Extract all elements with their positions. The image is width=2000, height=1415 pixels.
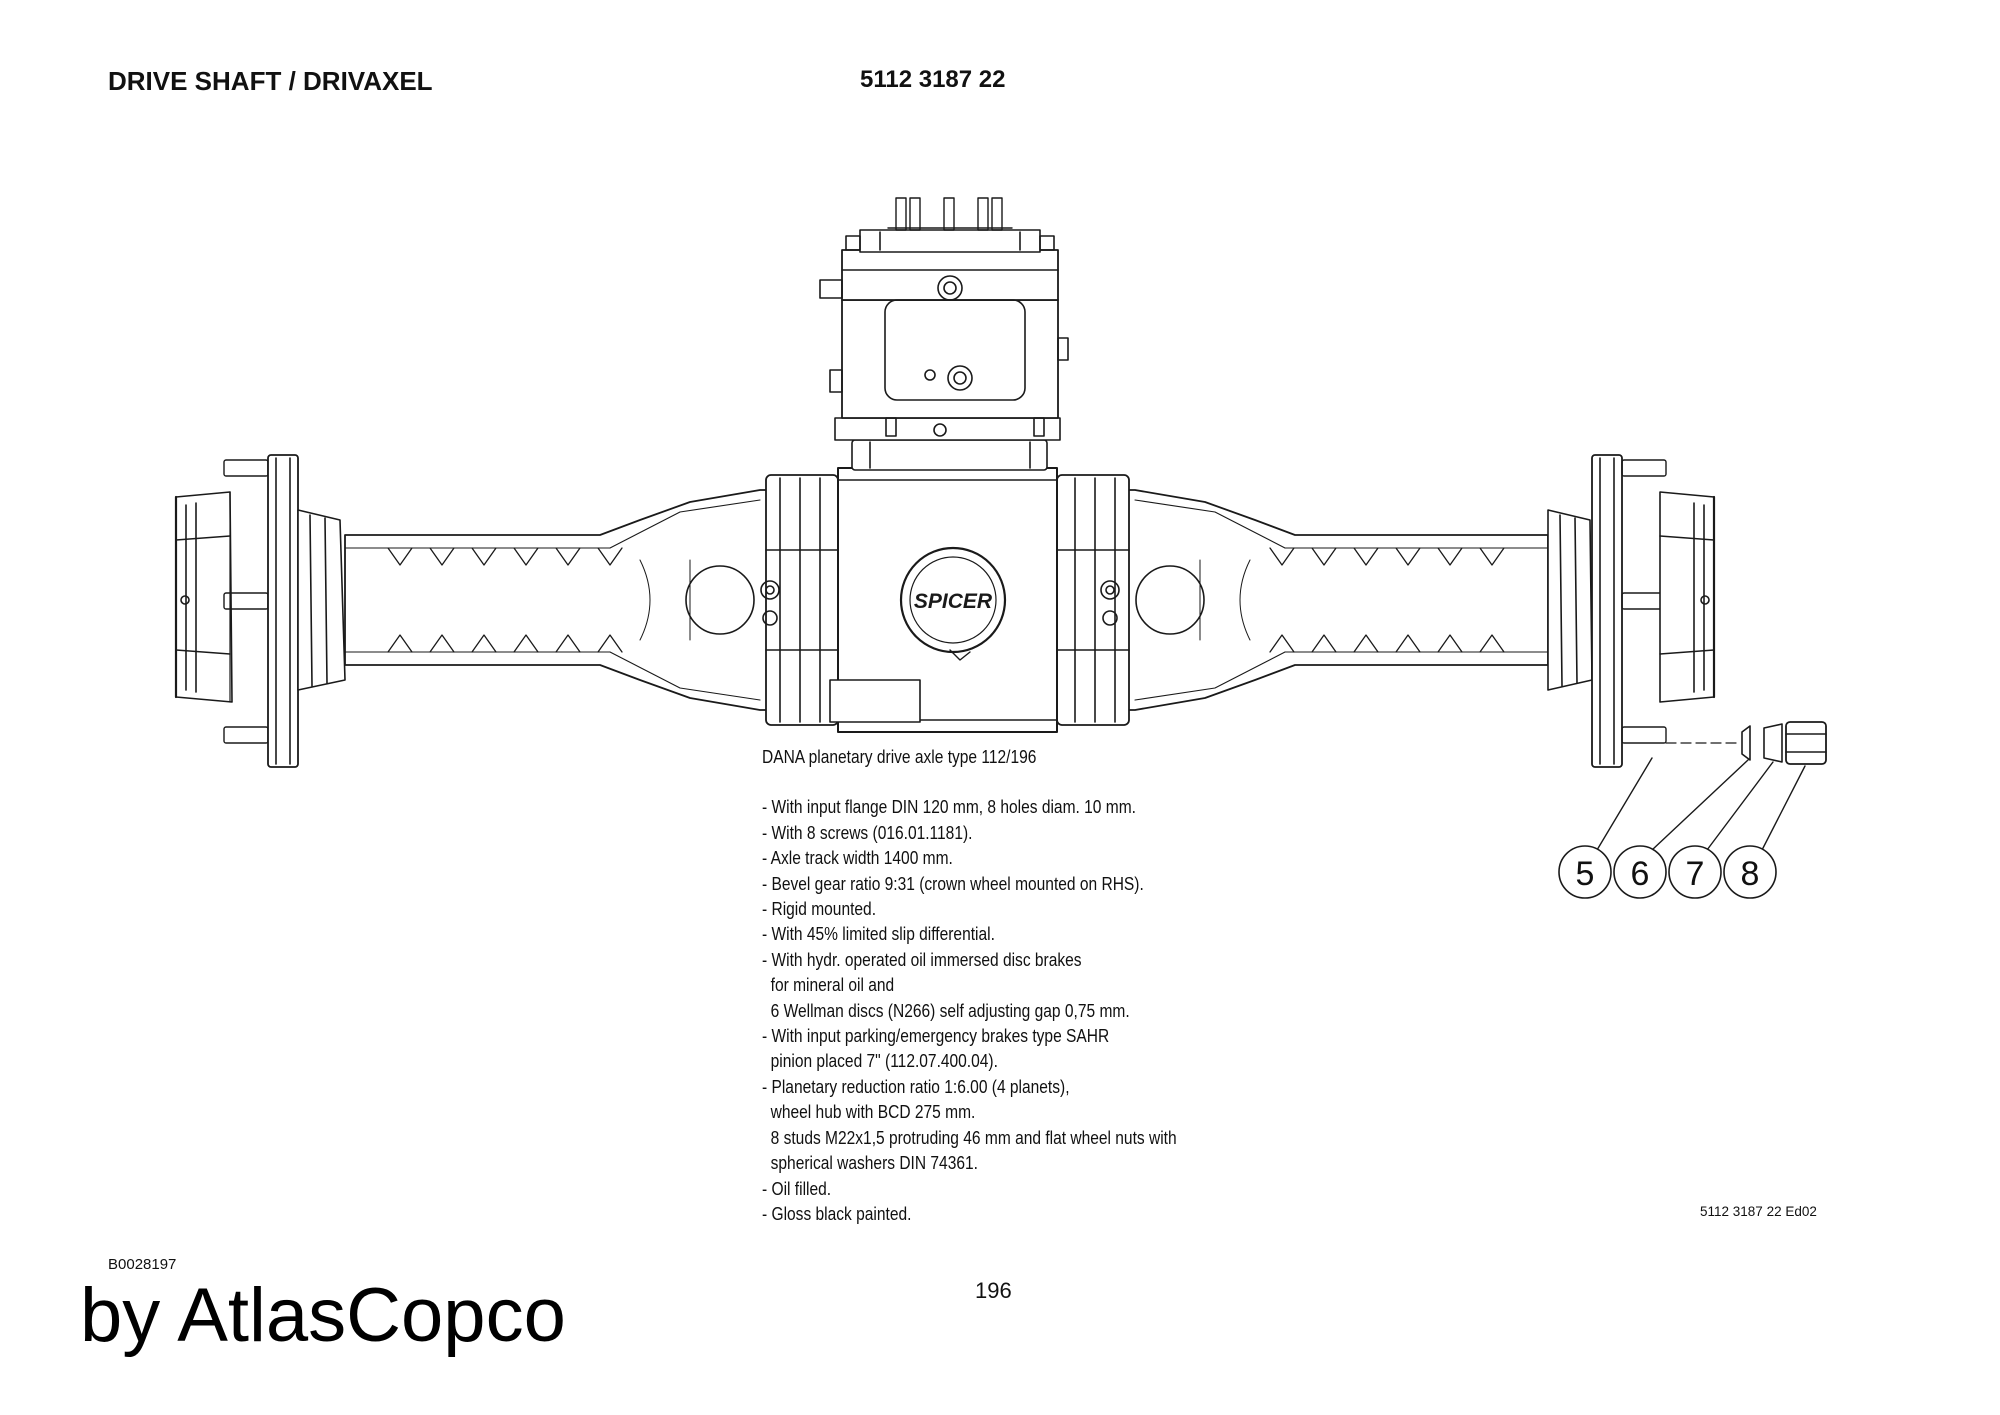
differential-housing: SPICER: [760, 467, 1130, 733]
spec-line: - Gloss black painted.: [762, 1202, 912, 1224]
spherical-washer: [1763, 723, 1783, 763]
part-number: 5112 3187 22: [860, 66, 1006, 93]
spec-line: 8 studs M22x1,5 protruding 46 mm and fla…: [762, 1126, 1177, 1148]
spicer-emblem: [899, 546, 1007, 654]
svg-text:6: 6: [1631, 855, 1650, 893]
spec-line: - Oil filled.: [762, 1177, 832, 1199]
stud-end: [1741, 725, 1751, 761]
right-wheel-hub: [1547, 454, 1716, 768]
svg-text:5: 5: [1576, 855, 1595, 893]
spec-line: - With input parking/emergency brakes ty…: [762, 1025, 1110, 1047]
leader-lines: [1596, 757, 1806, 851]
left-hub-flange: [267, 454, 299, 768]
spec-line: - With 8 screws (016.01.1181).: [762, 821, 973, 843]
left-wheel-hub: [174, 454, 346, 768]
right-hub-flange: [1591, 454, 1623, 768]
right-ribs: [1269, 547, 1505, 653]
spec-line: - With hydr. operated oil immersed disc …: [762, 948, 1082, 970]
svg-text:8: 8: [1741, 855, 1760, 893]
spec-block: DANA planetary drive axle type 112/196 -…: [762, 744, 1177, 1226]
spec-heading: DANA planetary drive axle type 112/196: [762, 746, 1037, 767]
balloon-5: 5: [1558, 845, 1612, 899]
left-ribs: [387, 547, 623, 653]
spec-line: - Rigid mounted.: [762, 898, 877, 920]
spec-line: - Planetary reduction ratio 1:6.00 (4 pl…: [762, 1075, 1070, 1097]
spec-line: spherical washers DIN 74361.: [762, 1152, 978, 1174]
balloon-6: 6: [1613, 845, 1667, 899]
right-housing-window: [1135, 565, 1205, 635]
svg-text:7: 7: [1686, 855, 1705, 893]
spec-line: for mineral oil and: [762, 974, 895, 996]
input-flange-bolts: [887, 197, 1013, 231]
watermark: by AtlasCopco: [80, 1273, 566, 1358]
edition-label: 5112 3187 22 Ed02: [1700, 1204, 1817, 1219]
spec-line: - With 45% limited slip differential.: [762, 923, 995, 945]
spec-line: - Bevel gear ratio 9:31 (crown wheel mou…: [762, 872, 1144, 894]
spec-line: - Axle track width 1400 mm.: [762, 847, 953, 869]
left-housing-window: [685, 565, 755, 635]
wheel-nut: [1785, 721, 1827, 765]
balloon-8: 8: [1723, 845, 1777, 899]
balloon-7: 7: [1668, 845, 1722, 899]
left-axle-housing: [344, 489, 781, 711]
document-id: B0028197: [108, 1256, 177, 1273]
page-title: DRIVE SHAFT / DRIVAXEL: [108, 66, 433, 96]
spec-line: pinion placed 7" (112.07.400.04).: [762, 1050, 998, 1072]
spec-line: 6 Wellman discs (N266) self adjusting ga…: [762, 999, 1130, 1021]
right-studs: [1621, 459, 1667, 744]
right-axle-housing: [1114, 489, 1549, 711]
input-housing: [819, 197, 1069, 471]
page-number: 196: [975, 1278, 1012, 1303]
exploded-wheel-nut: [1665, 721, 1827, 765]
spec-line: wheel hub with BCD 275 mm.: [762, 1101, 976, 1123]
spec-line: - With input flange DIN 120 mm, 8 holes …: [762, 796, 1136, 818]
spicer-badge-text: SPICER: [914, 590, 993, 613]
